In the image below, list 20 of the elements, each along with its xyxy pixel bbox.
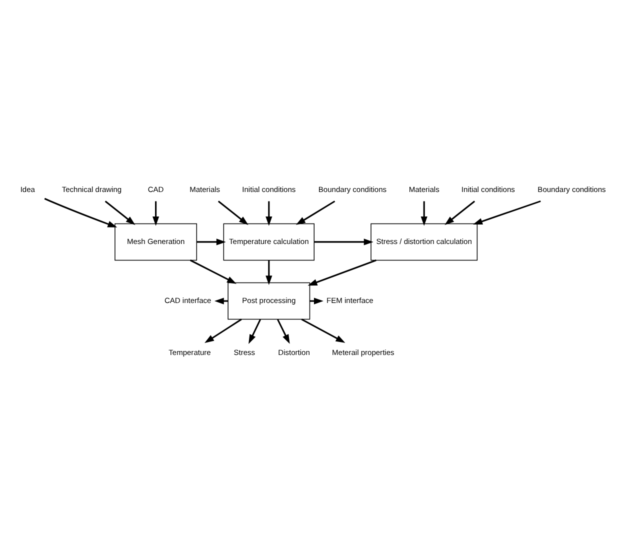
arrow [420, 200, 428, 226]
arrow [266, 200, 272, 226]
arrow [266, 260, 272, 285]
arrow [314, 238, 374, 245]
arrow [152, 200, 160, 226]
arrow [444, 200, 476, 225]
arrow [104, 200, 136, 225]
arrow [204, 318, 242, 343]
arrow [44, 197, 118, 227]
arrow [190, 259, 236, 284]
arrow [277, 318, 290, 344]
arrow [214, 297, 228, 304]
arrow [218, 200, 248, 225]
arrow [301, 318, 346, 342]
arrow [472, 200, 541, 224]
arrow [296, 200, 336, 224]
arrow [196, 238, 226, 245]
arrow [310, 297, 324, 304]
arrow [308, 259, 376, 286]
arrow [248, 318, 262, 344]
